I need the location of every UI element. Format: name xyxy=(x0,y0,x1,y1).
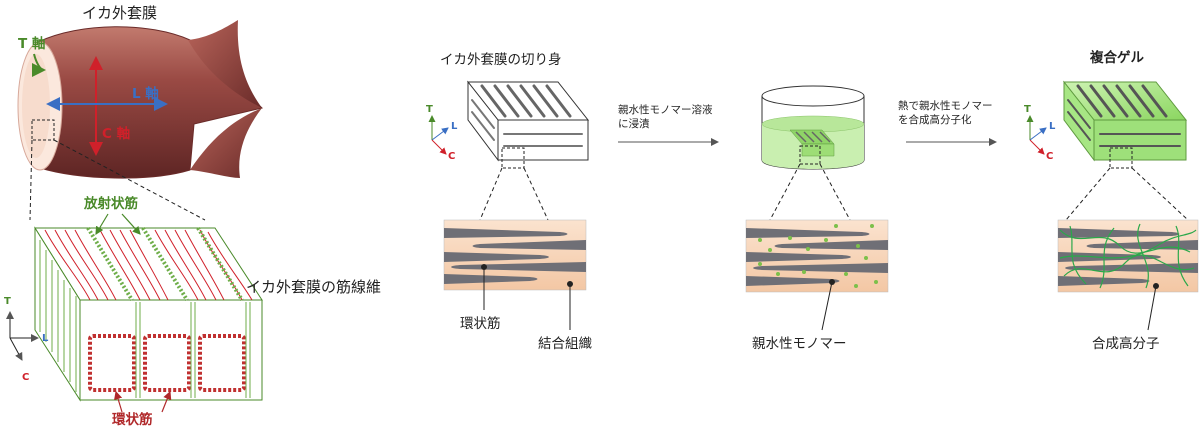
label-radial-muscle: 放射状筋 xyxy=(84,196,138,212)
label-hydrophilic-monomer: 親水性モノマー xyxy=(752,336,847,352)
gel-axis-l: L xyxy=(1049,121,1056,132)
label-axis-c: C 軸 xyxy=(102,126,131,142)
label-step1-line2: に浸漬 xyxy=(618,118,650,130)
slice-axis-c: C xyxy=(448,151,456,162)
tissue-panel-3 xyxy=(1057,219,1199,331)
label-connective-tissue: 結合組織 xyxy=(538,336,592,352)
slice-axes xyxy=(428,115,449,155)
slice-axis-t: T xyxy=(426,104,433,115)
beaker xyxy=(761,85,865,170)
gel-axis-c: C xyxy=(1046,151,1054,162)
label-composite-gel: 複合ゲル xyxy=(1090,50,1144,66)
label-step2-line2: を合成高分子化 xyxy=(898,114,972,126)
fiber-axis-l: L xyxy=(42,333,49,344)
gel-axis-t: T xyxy=(1024,104,1031,115)
fiber-axes xyxy=(6,311,39,361)
label-circular-muscle-2: 環状筋 xyxy=(460,316,501,332)
muscle-fiber-block xyxy=(34,226,263,402)
gel-axes xyxy=(1026,115,1047,155)
label-synthetic-polymer: 合成高分子 xyxy=(1092,336,1160,352)
mantle-slice-box xyxy=(466,80,590,169)
label-squid-mantle: イカ外套膜 xyxy=(82,4,158,22)
label-muscle-fiber: イカ外套膜の筋線維 xyxy=(246,278,382,296)
composite-gel-box xyxy=(1062,80,1188,169)
label-step1-line1: 親水性モノマー溶液 xyxy=(618,104,713,116)
squid-axes xyxy=(31,53,168,156)
fiber-axis-t: T xyxy=(4,296,11,307)
tissue-panel-2 xyxy=(745,219,889,331)
label-axis-l: L 軸 xyxy=(132,86,159,102)
label-circular-muscle: 環状筋 xyxy=(112,412,153,428)
tissue-panel-1 xyxy=(443,219,587,330)
label-step2-line1: 熱で親水性モノマー xyxy=(898,100,993,112)
fiber-axis-c: C xyxy=(22,372,30,383)
label-mantle-slice: イカ外套膜の切り身 xyxy=(440,52,562,68)
slice-axis-l: L xyxy=(451,121,458,132)
label-axis-t: T 軸 xyxy=(18,36,46,52)
